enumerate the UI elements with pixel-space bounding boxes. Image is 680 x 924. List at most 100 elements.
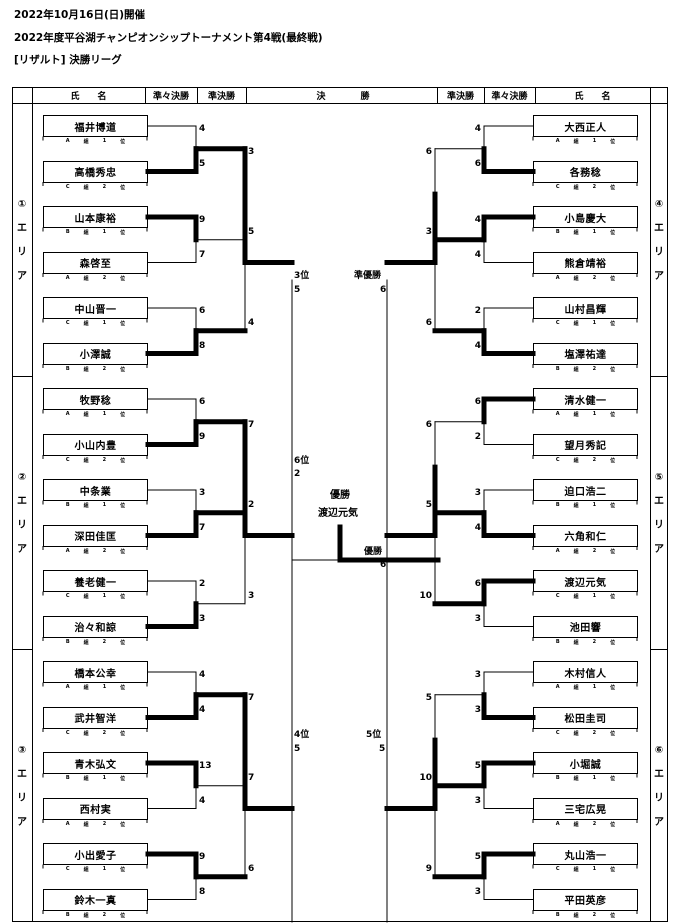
placement-sixth-score: 2 bbox=[294, 469, 301, 479]
seed-p: 位 bbox=[120, 730, 126, 737]
seed-rank: 2 bbox=[592, 638, 597, 645]
seed-rank: 2 bbox=[592, 274, 597, 281]
grid-vline bbox=[246, 87, 247, 103]
seed-rank: 1 bbox=[592, 229, 597, 235]
seed-g: 組 bbox=[83, 412, 89, 418]
player-name: 渡辺元気 bbox=[564, 577, 607, 589]
player-name: 森啓至 bbox=[79, 259, 112, 270]
seed-rank: 2 bbox=[102, 638, 107, 645]
seed-p: 位 bbox=[610, 548, 616, 555]
seed-g: 組 bbox=[573, 412, 579, 418]
seed-rank: 1 bbox=[592, 684, 597, 690]
placement-fifth-score: 5 bbox=[379, 744, 386, 754]
seed-group: A bbox=[555, 274, 560, 281]
area-char: リ bbox=[654, 520, 664, 531]
seed-g: 組 bbox=[83, 730, 89, 737]
seed-group: A bbox=[65, 820, 70, 827]
col-quarter-left: 準々決勝 bbox=[152, 91, 189, 102]
seed-group: C bbox=[65, 320, 70, 326]
seed-p: 位 bbox=[610, 457, 616, 464]
player-name: 西村実 bbox=[79, 805, 112, 816]
player-name: 福井博道 bbox=[74, 122, 117, 134]
seed-p: 位 bbox=[120, 594, 126, 600]
seed-rank: 2 bbox=[102, 274, 107, 281]
seed-p: 位 bbox=[120, 366, 126, 373]
area-divider-right bbox=[650, 649, 668, 650]
seed-g: 組 bbox=[83, 821, 89, 828]
player-name: 木村信人 bbox=[564, 668, 607, 680]
seed-group: A bbox=[555, 138, 560, 144]
seed-p: 位 bbox=[610, 412, 616, 418]
seed-g: 組 bbox=[573, 184, 579, 191]
placement-runner-up: 準優勝 bbox=[354, 271, 382, 281]
seed-g: 組 bbox=[573, 457, 579, 464]
score-left-r2: 2 bbox=[248, 499, 255, 510]
champion-name: 渡辺元気 bbox=[318, 508, 358, 519]
score-right-r1: 3 bbox=[474, 670, 481, 680]
area-char: エ bbox=[17, 223, 27, 234]
seed-group: B bbox=[65, 638, 70, 645]
seed-rank: 2 bbox=[592, 820, 597, 827]
score-left-r2: 3 bbox=[248, 146, 255, 157]
score-right-r2: 10 bbox=[419, 590, 432, 601]
header-row-divider bbox=[12, 103, 668, 104]
player-name: 山本康裕 bbox=[74, 213, 117, 225]
score-right-r2: 5 bbox=[425, 499, 432, 510]
seed-p: 位 bbox=[120, 548, 126, 555]
col-name-right: 氏 名 bbox=[574, 91, 611, 102]
score-left-r1: 4 bbox=[199, 124, 206, 134]
seed-g: 組 bbox=[83, 275, 89, 282]
seed-group: B bbox=[555, 502, 560, 508]
area-char: エ bbox=[654, 223, 664, 234]
seed-g: 組 bbox=[83, 366, 89, 373]
seed-group: B bbox=[555, 365, 560, 372]
seed-g: 組 bbox=[573, 366, 579, 373]
score-right-r1: 4 bbox=[474, 215, 481, 225]
seed-p: 位 bbox=[610, 503, 616, 509]
seed-group: B bbox=[65, 911, 70, 918]
score-right-r1: 4 bbox=[474, 124, 481, 134]
seed-group: B bbox=[555, 638, 560, 645]
score-right-r1: 5 bbox=[474, 761, 481, 771]
seed-p: 位 bbox=[120, 776, 126, 782]
score-right-r1: 3 bbox=[474, 886, 481, 897]
seed-rank: 1 bbox=[102, 502, 107, 508]
player-name: 池田響 bbox=[569, 623, 602, 634]
grid-vline bbox=[650, 87, 651, 922]
score-right-r1: 3 bbox=[474, 613, 481, 624]
seed-g: 組 bbox=[83, 230, 89, 236]
seed-g: 組 bbox=[573, 730, 579, 737]
seed-group: A bbox=[65, 684, 70, 690]
player-name: 中条業 bbox=[79, 486, 112, 498]
seed-g: 組 bbox=[573, 639, 579, 646]
score-left-r2: 4 bbox=[248, 317, 255, 328]
seed-p: 位 bbox=[610, 867, 616, 873]
col-final-right: 勝 bbox=[360, 91, 370, 102]
seed-rank: 2 bbox=[592, 729, 597, 736]
seed-rank: 1 bbox=[102, 684, 107, 690]
seed-p: 位 bbox=[120, 639, 126, 646]
area-char: ア bbox=[654, 271, 664, 282]
grid-vline bbox=[437, 87, 438, 103]
player-name-box: 各務稔 bbox=[533, 160, 638, 183]
player-name: 大西正人 bbox=[564, 122, 607, 134]
seed-rank: 2 bbox=[102, 547, 107, 554]
score-left-r1: 7 bbox=[199, 249, 206, 260]
seed-p: 位 bbox=[610, 685, 616, 691]
score-right-r2: 6 bbox=[425, 146, 432, 157]
